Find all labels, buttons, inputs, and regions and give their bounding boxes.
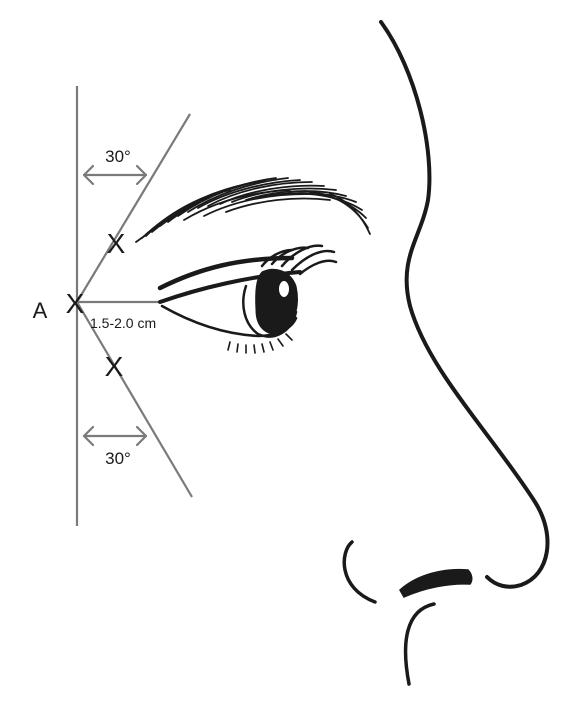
eyebrow <box>135 177 371 243</box>
eye <box>157 244 338 354</box>
iris <box>255 268 298 335</box>
nostril-wing <box>342 540 377 604</box>
angle-label-lower: 30° <box>105 449 131 468</box>
angle-label-upper: 30° <box>105 147 131 166</box>
upper-angle-arrow <box>82 164 148 186</box>
point-mark-a: X <box>66 288 85 319</box>
distance-label: 1.5-2.0 cm <box>90 315 156 331</box>
upper-angle-line <box>76 113 191 303</box>
nostril <box>399 568 473 598</box>
guide-lines <box>75 86 193 526</box>
injection-mark-upper: X <box>107 228 126 259</box>
lower-eyelashes <box>227 333 293 354</box>
injection-mark-lower: X <box>105 351 124 382</box>
lower-angle-line <box>76 301 193 498</box>
iris-highlight <box>279 281 289 297</box>
profile-outline <box>379 20 550 589</box>
upper-eyelid <box>157 255 295 291</box>
point-label-a: A <box>33 298 48 323</box>
face-profile <box>342 20 550 686</box>
columella-lip-line <box>403 602 436 686</box>
lower-angle-arrow <box>82 425 148 447</box>
upper-eyelashes <box>260 244 338 276</box>
